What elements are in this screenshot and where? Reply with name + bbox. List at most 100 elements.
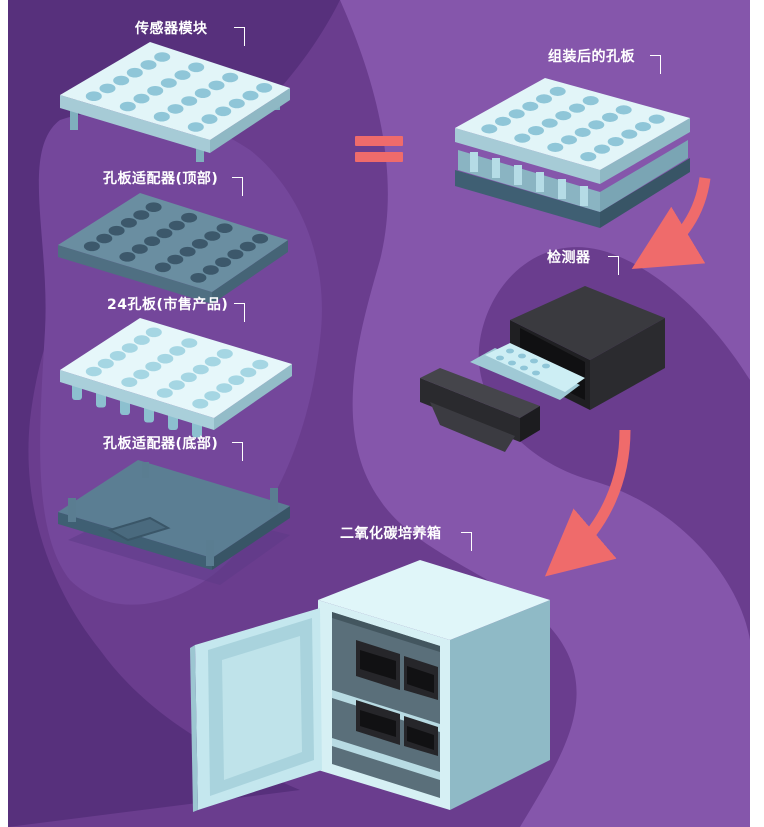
well — [514, 133, 531, 143]
curved-arrow-icon — [631, 177, 711, 269]
well — [222, 72, 239, 83]
label-adapter-top: 孔板适配器(顶部) — [103, 171, 219, 187]
equals-icon — [355, 136, 403, 162]
well — [561, 135, 577, 145]
well — [615, 105, 632, 115]
label-assembled-plate: 组装后的孔板 — [548, 49, 635, 65]
well — [569, 103, 585, 113]
hole — [144, 236, 161, 246]
label-sensor-module: 传感器模块 — [135, 21, 208, 37]
well — [602, 112, 618, 122]
hole — [156, 228, 173, 239]
hole — [108, 225, 125, 236]
well — [168, 380, 185, 390]
plate-24-wells — [60, 318, 292, 438]
well — [635, 122, 651, 132]
adapter-top-holes — [83, 202, 269, 283]
well — [256, 83, 273, 93]
hole — [119, 251, 136, 262]
well — [508, 109, 525, 119]
well — [119, 101, 136, 112]
well — [181, 338, 198, 348]
hole — [190, 273, 207, 283]
hole — [179, 246, 196, 257]
well — [204, 391, 221, 401]
well — [204, 356, 221, 367]
well — [216, 349, 233, 359]
well — [187, 122, 204, 132]
plate-24-wells-grid — [85, 327, 269, 409]
sensor-wells — [85, 52, 273, 132]
well — [574, 127, 591, 137]
well — [97, 358, 114, 369]
well — [154, 52, 171, 62]
well — [121, 377, 138, 388]
hole — [191, 239, 208, 249]
well — [549, 86, 566, 96]
hole — [204, 231, 221, 241]
well — [594, 144, 610, 154]
hole — [181, 212, 198, 223]
well — [621, 129, 638, 139]
well — [85, 91, 102, 101]
leader-plate-24 — [234, 303, 245, 322]
well — [522, 101, 539, 111]
well — [228, 98, 245, 109]
well — [188, 62, 205, 73]
well — [216, 383, 233, 393]
well — [145, 361, 162, 372]
adapter-bottom-plate — [58, 460, 290, 585]
hole — [252, 233, 269, 244]
well — [495, 116, 511, 126]
well — [145, 327, 162, 338]
well — [547, 142, 564, 152]
well — [133, 335, 150, 345]
leader-detector — [608, 256, 619, 275]
well — [133, 93, 150, 104]
well — [181, 96, 198, 106]
incubator — [190, 560, 550, 812]
label-adapter-bottom: 孔板适配器(底部) — [103, 436, 219, 452]
well — [174, 70, 191, 80]
hole — [227, 249, 244, 260]
well — [180, 372, 197, 383]
well — [215, 106, 232, 117]
well — [192, 398, 209, 409]
well — [528, 126, 544, 136]
hole — [145, 202, 162, 212]
well — [582, 96, 599, 106]
down-arrow-icon — [544, 429, 631, 577]
hole — [120, 218, 137, 228]
well — [109, 351, 126, 361]
well — [153, 111, 170, 122]
hole — [133, 210, 150, 220]
well — [228, 375, 245, 386]
well — [252, 359, 269, 370]
well — [99, 83, 116, 94]
leader-incubator — [461, 532, 472, 551]
well — [481, 124, 498, 134]
hole — [83, 241, 100, 252]
leader-sensor-module — [234, 27, 245, 46]
leader-adapter-bottom — [232, 442, 243, 461]
well — [555, 111, 572, 121]
well — [147, 86, 164, 96]
sensor-module-plate — [60, 42, 290, 162]
well — [194, 88, 211, 98]
well — [208, 80, 225, 91]
assembled-plate — [455, 78, 690, 228]
hole — [167, 254, 184, 265]
well — [648, 114, 665, 124]
well — [113, 75, 130, 86]
well — [156, 388, 173, 398]
hole — [215, 257, 232, 268]
well — [242, 90, 259, 101]
well — [201, 114, 218, 124]
leader-adapter-top — [232, 177, 243, 196]
hole — [216, 223, 233, 233]
well — [140, 60, 157, 70]
hole — [131, 244, 148, 254]
well — [167, 104, 184, 114]
